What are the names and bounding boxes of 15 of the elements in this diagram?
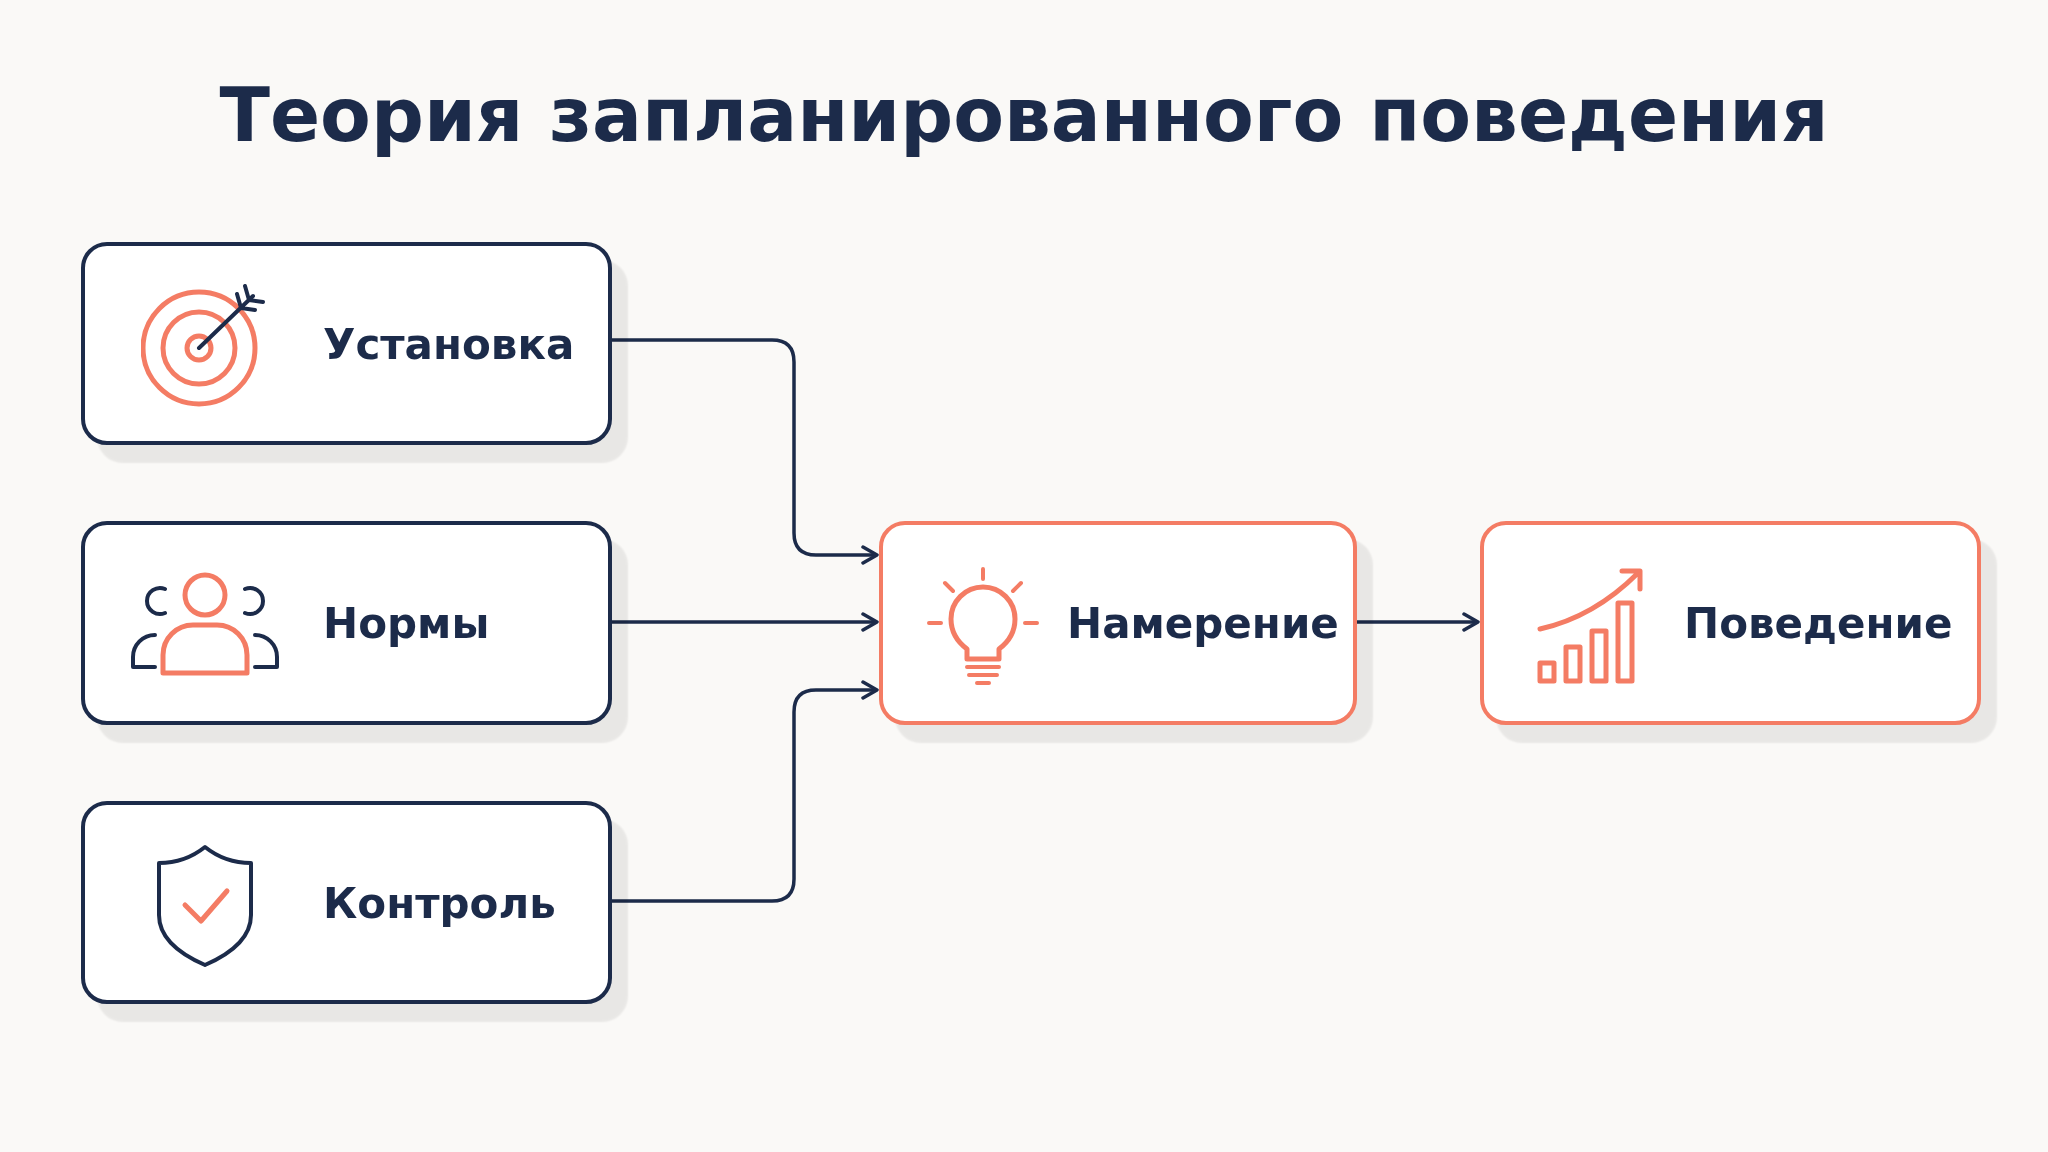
arrow: [612, 612, 879, 632]
arrow: [612, 338, 879, 565]
title: Теория запланированного поведения: [218, 72, 1830, 158]
arrow: [612, 680, 879, 903]
process-box: [879, 521, 1357, 725]
node-label: Поведение: [1684, 598, 1953, 648]
process-box: [81, 521, 612, 725]
process-box: [1480, 521, 1981, 725]
node-label: Намерение: [1067, 598, 1339, 648]
node-label: Нормы: [323, 598, 490, 648]
arrow: [1357, 612, 1480, 632]
node-label: Контроль: [323, 878, 556, 927]
process-box: [81, 242, 612, 445]
node-label: Установка: [323, 319, 575, 368]
process-box: [81, 801, 612, 1004]
